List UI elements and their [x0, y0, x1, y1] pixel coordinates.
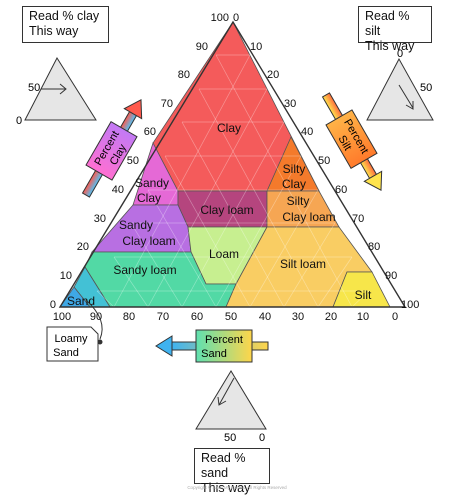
silt-tick-70: 70 [352, 213, 364, 225]
sand-tick-100: 100 [53, 311, 71, 323]
sand-tick-80: 80 [123, 311, 135, 323]
sand-tick-90: 90 [90, 311, 102, 323]
read-silt-line-2: This way [365, 39, 415, 53]
copyright-footer: Copyright © Save My Exams. All Rights Re… [187, 485, 287, 490]
read-clay-line-1: Read % clay [29, 9, 100, 23]
loamy-sand-pointer-dot [97, 339, 103, 345]
read-clay-line-2: This way [29, 24, 79, 38]
loamy-sand-label-2: Sand [53, 347, 79, 359]
silt-tick-90: 90 [385, 270, 397, 282]
percent-sand-label-1: Percent [205, 334, 243, 346]
clay-tick-40: 40 [112, 184, 124, 196]
mini-sand-0: 0 [259, 432, 265, 444]
clay-tick-10: 10 [60, 270, 72, 282]
sand-tick-0: 0 [392, 311, 398, 323]
read-silt-line-1: Read % silt [365, 9, 410, 38]
silt-tick-10: 10 [250, 41, 262, 53]
silt-tick-40: 40 [301, 126, 313, 138]
clay-tick-50: 50 [127, 155, 139, 167]
read-silt-box: Read % silt This way [358, 6, 432, 53]
label-sandy-clay-loam-2: Clay loam [122, 234, 175, 248]
mini-silt-0: 0 [397, 48, 403, 60]
read-sand-box: Read % sand This way [194, 448, 270, 495]
triangle-outline [58, 20, 407, 308]
silt-tick-50: 50 [318, 155, 330, 167]
sand-tick-10: 10 [357, 311, 369, 323]
mini-silt-50: 50 [420, 82, 432, 94]
label-silt: Silt [355, 288, 372, 302]
clay-tick-30: 30 [94, 213, 106, 225]
label-sandy-clay-2: Clay [137, 191, 161, 205]
label-sandy-loam: Sandy loam [113, 263, 176, 277]
label-silty-clay-2: Clay [282, 177, 306, 191]
label-silt-loam: Silt loam [280, 257, 326, 271]
sand-tick-40: 40 [259, 311, 271, 323]
silt-tick-100: 100 [401, 299, 419, 311]
clay-tick-90: 90 [196, 41, 208, 53]
sand-tick-30: 30 [292, 311, 304, 323]
silt-tick-20: 20 [267, 69, 279, 81]
sand-tick-60: 60 [191, 311, 203, 323]
label-sand: Sand [67, 294, 95, 308]
label-silty-clay-loam-2: Clay loam [282, 210, 335, 224]
mini-sand-50: 50 [224, 432, 236, 444]
percent-sand-arrow: Percent Sand [155, 329, 269, 363]
percent-sand-label-2: Sand [201, 348, 227, 360]
silt-tick-80: 80 [368, 241, 380, 253]
clay-tick-100: 100 [211, 12, 229, 24]
mini-clay-0: 0 [16, 115, 22, 127]
label-clay-loam: Clay loam [200, 203, 253, 217]
clay-tick-20: 20 [77, 241, 89, 253]
label-sandy-clay-loam-1: Sandy [119, 218, 153, 232]
sand-tick-20: 20 [325, 311, 337, 323]
clay-tick-0: 0 [50, 299, 56, 311]
sand-tick-50: 50 [225, 311, 237, 323]
loamy-sand-box [46, 326, 99, 362]
label-loam: Loam [209, 247, 239, 261]
read-sand-line-1: Read % sand [201, 451, 246, 480]
silt-tick-60: 60 [335, 184, 347, 196]
mini-triangle-clay: 50 0 [16, 56, 97, 127]
read-sand-line-2: This way [201, 481, 251, 495]
read-clay-box: Read % clay This way [22, 6, 109, 43]
label-clay: Clay [217, 121, 241, 135]
percent-silt-arrow: Percent Silt [321, 92, 383, 192]
silt-tick-0: 0 [233, 12, 239, 24]
mini-clay-50: 50 [28, 82, 40, 94]
silt-tick-30: 30 [284, 98, 296, 110]
mini-triangle-silt: 0 50 [366, 48, 434, 121]
sand-tick-70: 70 [157, 311, 169, 323]
label-silty-clay-1: Silty [283, 162, 306, 176]
loamy-sand-pointer [85, 299, 103, 340]
clay-tick-80: 80 [178, 69, 190, 81]
label-silty-clay-loam-1: Silty [287, 194, 310, 208]
triangle-grid [96, 54, 370, 308]
label-sandy-clay-1: Sandy [135, 176, 169, 190]
loamy-sand-label-1: Loamy [54, 333, 88, 345]
clay-tick-70: 70 [161, 98, 173, 110]
mini-triangle-sand: 50 0 [195, 370, 267, 444]
clay-tick-60: 60 [144, 126, 156, 138]
